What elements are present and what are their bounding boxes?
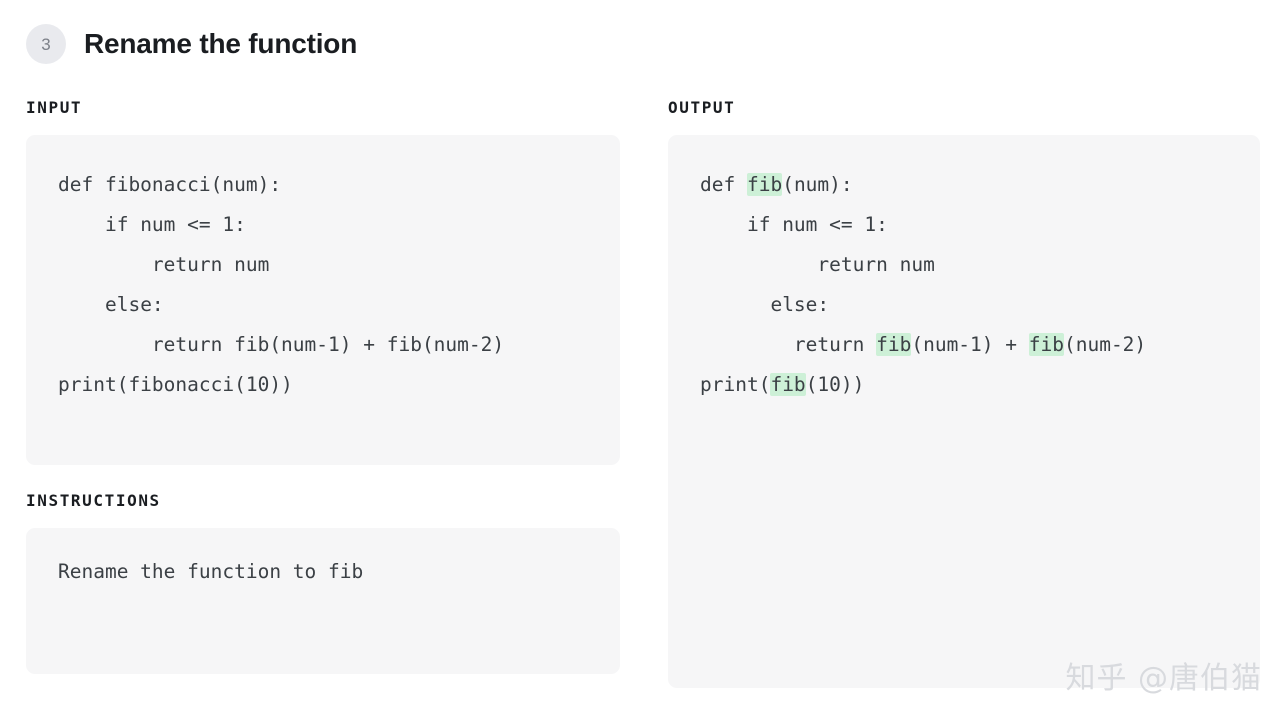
code-highlight-token: fib xyxy=(876,333,912,356)
right-column: OUTPUT def fib(num): if num <= 1: return… xyxy=(668,100,1260,688)
instructions-section-label: INSTRUCTIONS xyxy=(26,491,161,510)
output-code-block: def fib(num): if num <= 1: return num el… xyxy=(700,173,1147,396)
watermark: 知乎 @唐伯猫 xyxy=(1065,661,1262,696)
page-header: 3 Rename the function xyxy=(26,24,357,64)
page-title: Rename the function xyxy=(84,27,358,59)
code-highlight-token: fib xyxy=(1028,333,1064,356)
input-code-block: def fibonacci(num): if num <= 1: return … xyxy=(58,173,505,396)
instructions-panel: Rename the function to fib xyxy=(26,528,620,674)
column-spacer xyxy=(26,465,620,493)
step-number-badge: 3 xyxy=(26,24,66,64)
left-column: INPUT def fibonacci(num): if num <= 1: r… xyxy=(26,100,620,674)
input-code-panel: def fibonacci(num): if num <= 1: return … xyxy=(26,135,620,465)
code-highlight-token: fib xyxy=(770,373,806,396)
input-section-label: INPUT xyxy=(26,98,83,117)
output-code-panel: def fib(num): if num <= 1: return num el… xyxy=(668,135,1260,688)
code-highlight-token: fib xyxy=(746,173,783,196)
output-section-label: OUTPUT xyxy=(668,98,736,117)
instructions-text: Rename the function to fib xyxy=(58,560,364,583)
